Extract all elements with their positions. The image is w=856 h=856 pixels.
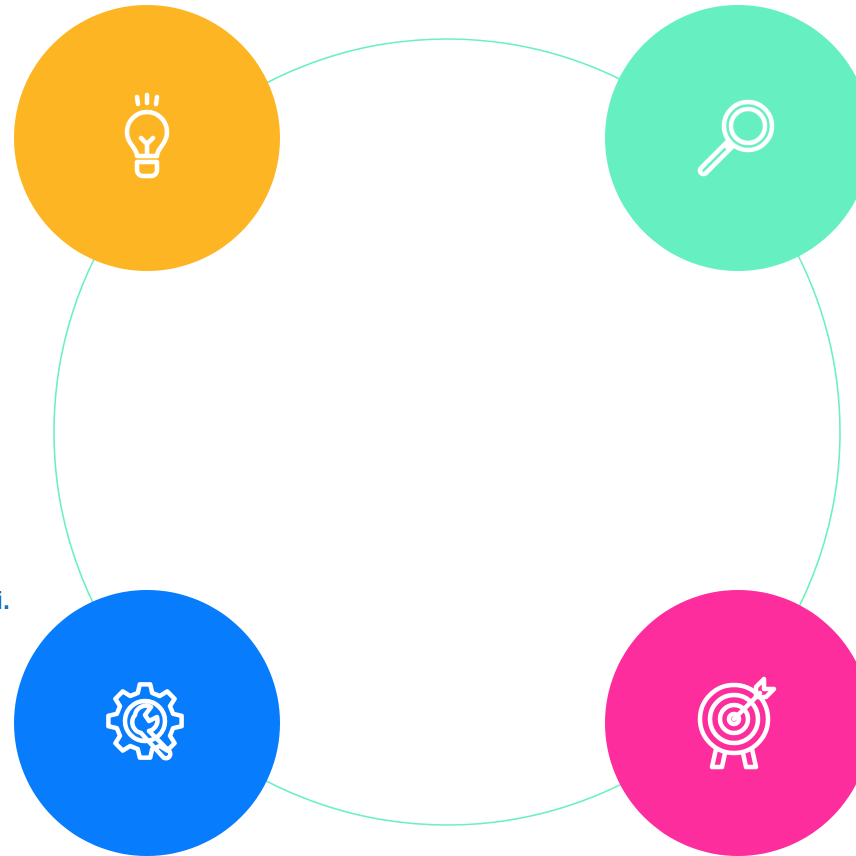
magnifier-icon	[697, 99, 775, 177]
cycle-ring	[53, 38, 841, 826]
idea-node	[14, 5, 280, 271]
clipped-label-fragment: i.	[0, 587, 10, 615]
gear-wrench-icon	[106, 682, 184, 761]
settings-node	[14, 590, 280, 856]
target-node	[605, 590, 856, 856]
target-icon	[697, 676, 777, 770]
lightbulb-icon	[124, 92, 170, 179]
search-node	[605, 5, 856, 271]
